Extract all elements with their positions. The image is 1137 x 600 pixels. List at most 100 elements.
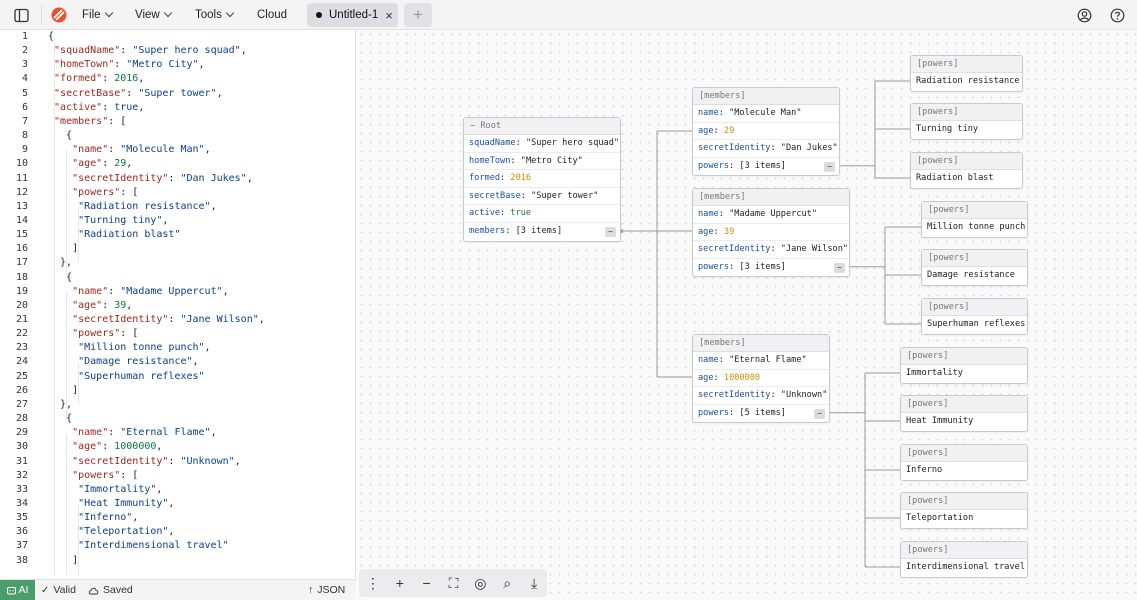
power-node[interactable]: [powers]Radiation resistance (910, 55, 1023, 92)
code-token: , (211, 201, 217, 212)
line-number: 12 (16, 187, 28, 198)
ai-button[interactable]: AI (0, 580, 35, 600)
code-token: "secretIdentity" (72, 173, 168, 184)
code-line: "secretIdentity": "Unknown", (48, 456, 241, 467)
code-token (48, 286, 72, 297)
power-value: Radiation blast (911, 170, 1022, 188)
graph-canvas[interactable]: − RootsquadName: "Super hero squad"homeT… (357, 30, 1137, 600)
node-key: name (698, 209, 719, 219)
code-token: "Turning tiny" (78, 215, 162, 226)
help-icon[interactable] (1106, 3, 1128, 27)
member-node[interactable]: [members]name: "Madame Uppercut"age: 39s… (692, 188, 850, 277)
code-token: "Eternal Flame" (120, 427, 210, 438)
member-node[interactable]: [members]name: "Eternal Flame"age: 10000… (692, 334, 830, 423)
node-key: age (698, 126, 714, 136)
node-colon: : (729, 408, 739, 418)
add-tab-button[interactable]: + (404, 3, 432, 27)
power-value: Damage resistance (922, 267, 1027, 285)
node-row-secretIdentity: secretIdentity: "Dan Jukes" (693, 140, 839, 158)
power-value: Heat Immunity (901, 413, 1027, 431)
account-icon[interactable] (1073, 3, 1095, 27)
menu-view[interactable]: View (135, 5, 171, 25)
sidebar-toggle-icon[interactable] (10, 3, 32, 27)
node-row-members: members: [3 items]− (464, 223, 620, 241)
member-node[interactable]: [members]name: "Molecule Man"age: 29secr… (692, 87, 840, 176)
ai-icon (7, 586, 16, 595)
code-token: "name" (72, 144, 108, 155)
download-icon[interactable]: ⤓ (521, 569, 547, 597)
code-token: "squadName" (54, 45, 120, 56)
focus-icon[interactable]: ◎ (467, 569, 493, 597)
collapse-button[interactable]: − (814, 409, 825, 419)
node-value: "Madame Uppercut" (729, 209, 817, 219)
zoom-out-icon[interactable]: − (414, 569, 440, 597)
code-token: "secretIdentity" (72, 456, 168, 467)
code-token: , (132, 512, 138, 523)
collapse-button[interactable]: − (824, 162, 835, 172)
code-line: "Turning tiny", (48, 215, 168, 226)
line-number: 33 (16, 484, 28, 495)
code-line: "members": [ (48, 116, 126, 127)
format-selector[interactable]: ↑ JSON (308, 584, 345, 596)
line-number: 38 (16, 555, 28, 566)
node-value: [5 items] (739, 408, 786, 418)
node-value: [3 items] (516, 226, 563, 236)
power-node[interactable]: [powers]Turning tiny (910, 103, 1023, 140)
menu-cloud[interactable]: Cloud (257, 5, 287, 25)
node-row-name: name: "Madame Uppercut" (693, 206, 849, 224)
node-colon: : (500, 208, 510, 218)
menu-file[interactable]: File (82, 5, 112, 25)
fit-view-icon[interactable]: ⛶ (441, 569, 467, 597)
node-key: homeTown (469, 156, 510, 166)
power-node[interactable]: [powers]Interdimensional travel (900, 541, 1028, 578)
code-line: "Superhuman reflexes" (48, 371, 205, 382)
node-key: secretIdentity (698, 143, 770, 153)
code-line: "Inferno", (48, 512, 138, 523)
node-row-active: active: true (464, 205, 620, 223)
power-node[interactable]: [powers]Inferno (900, 444, 1028, 481)
code-token: "homeTown" (54, 59, 114, 70)
collapse-button[interactable]: − (834, 263, 845, 273)
code-line: "name": "Madame Uppercut", (48, 286, 229, 297)
code-content[interactable]: { "squadName": "Super hero squad", "home… (48, 30, 353, 579)
node-colon: : (719, 209, 729, 219)
node-value: "Super hero squad" (526, 138, 619, 148)
code-token: "Madame Uppercut" (120, 286, 222, 297)
menu-tools[interactable]: Tools (195, 5, 233, 25)
line-number: 7 (22, 116, 28, 127)
node-header: [powers] (911, 104, 1022, 121)
code-token (48, 314, 72, 325)
line-number: 31 (16, 456, 28, 467)
tab-untitled[interactable]: Untitled-1 × (307, 3, 398, 27)
power-node[interactable]: [powers]Heat Immunity (900, 395, 1028, 432)
app-logo-icon[interactable] (48, 3, 70, 27)
power-node[interactable]: [powers]Superhuman reflexes (921, 298, 1028, 335)
code-line: "Immortality", (48, 484, 162, 495)
zoom-in-icon[interactable]: + (387, 569, 413, 597)
code-token: "secretIdentity" (72, 314, 168, 325)
node-value: 29 (724, 126, 734, 136)
line-number: 6 (22, 102, 28, 113)
code-line: "homeTown": "Metro City", (48, 59, 205, 70)
root-node[interactable]: − RootsquadName: "Super hero squad"homeT… (463, 117, 621, 242)
power-node[interactable]: [powers]Radiation blast (910, 152, 1023, 189)
close-tab-icon[interactable]: × (385, 8, 393, 23)
line-number: 2 (22, 45, 28, 56)
node-colon: : (770, 143, 780, 153)
power-node[interactable]: [powers]Immortality (900, 347, 1028, 384)
code-editor[interactable]: 1234567891011121314151617181920212223242… (0, 30, 356, 579)
more-options-icon[interactable]: ⋮ (360, 569, 386, 597)
power-node[interactable]: [powers]Damage resistance (921, 249, 1028, 286)
power-node[interactable]: [powers]Million tonne punch (921, 201, 1028, 238)
node-colon: : (719, 108, 729, 118)
menu-label: Tools (195, 9, 222, 21)
power-node[interactable]: [powers]Teleportation (900, 492, 1028, 529)
line-number: 13 (16, 201, 28, 212)
code-token: , (217, 88, 223, 99)
code-token: "Super hero squad" (132, 45, 240, 56)
collapse-button[interactable]: − (605, 227, 616, 237)
search-icon[interactable]: ⌕ (494, 569, 520, 597)
node-header: [powers] (911, 153, 1022, 170)
valid-status: ✓ Valid (41, 584, 76, 596)
line-number: 34 (16, 498, 28, 509)
